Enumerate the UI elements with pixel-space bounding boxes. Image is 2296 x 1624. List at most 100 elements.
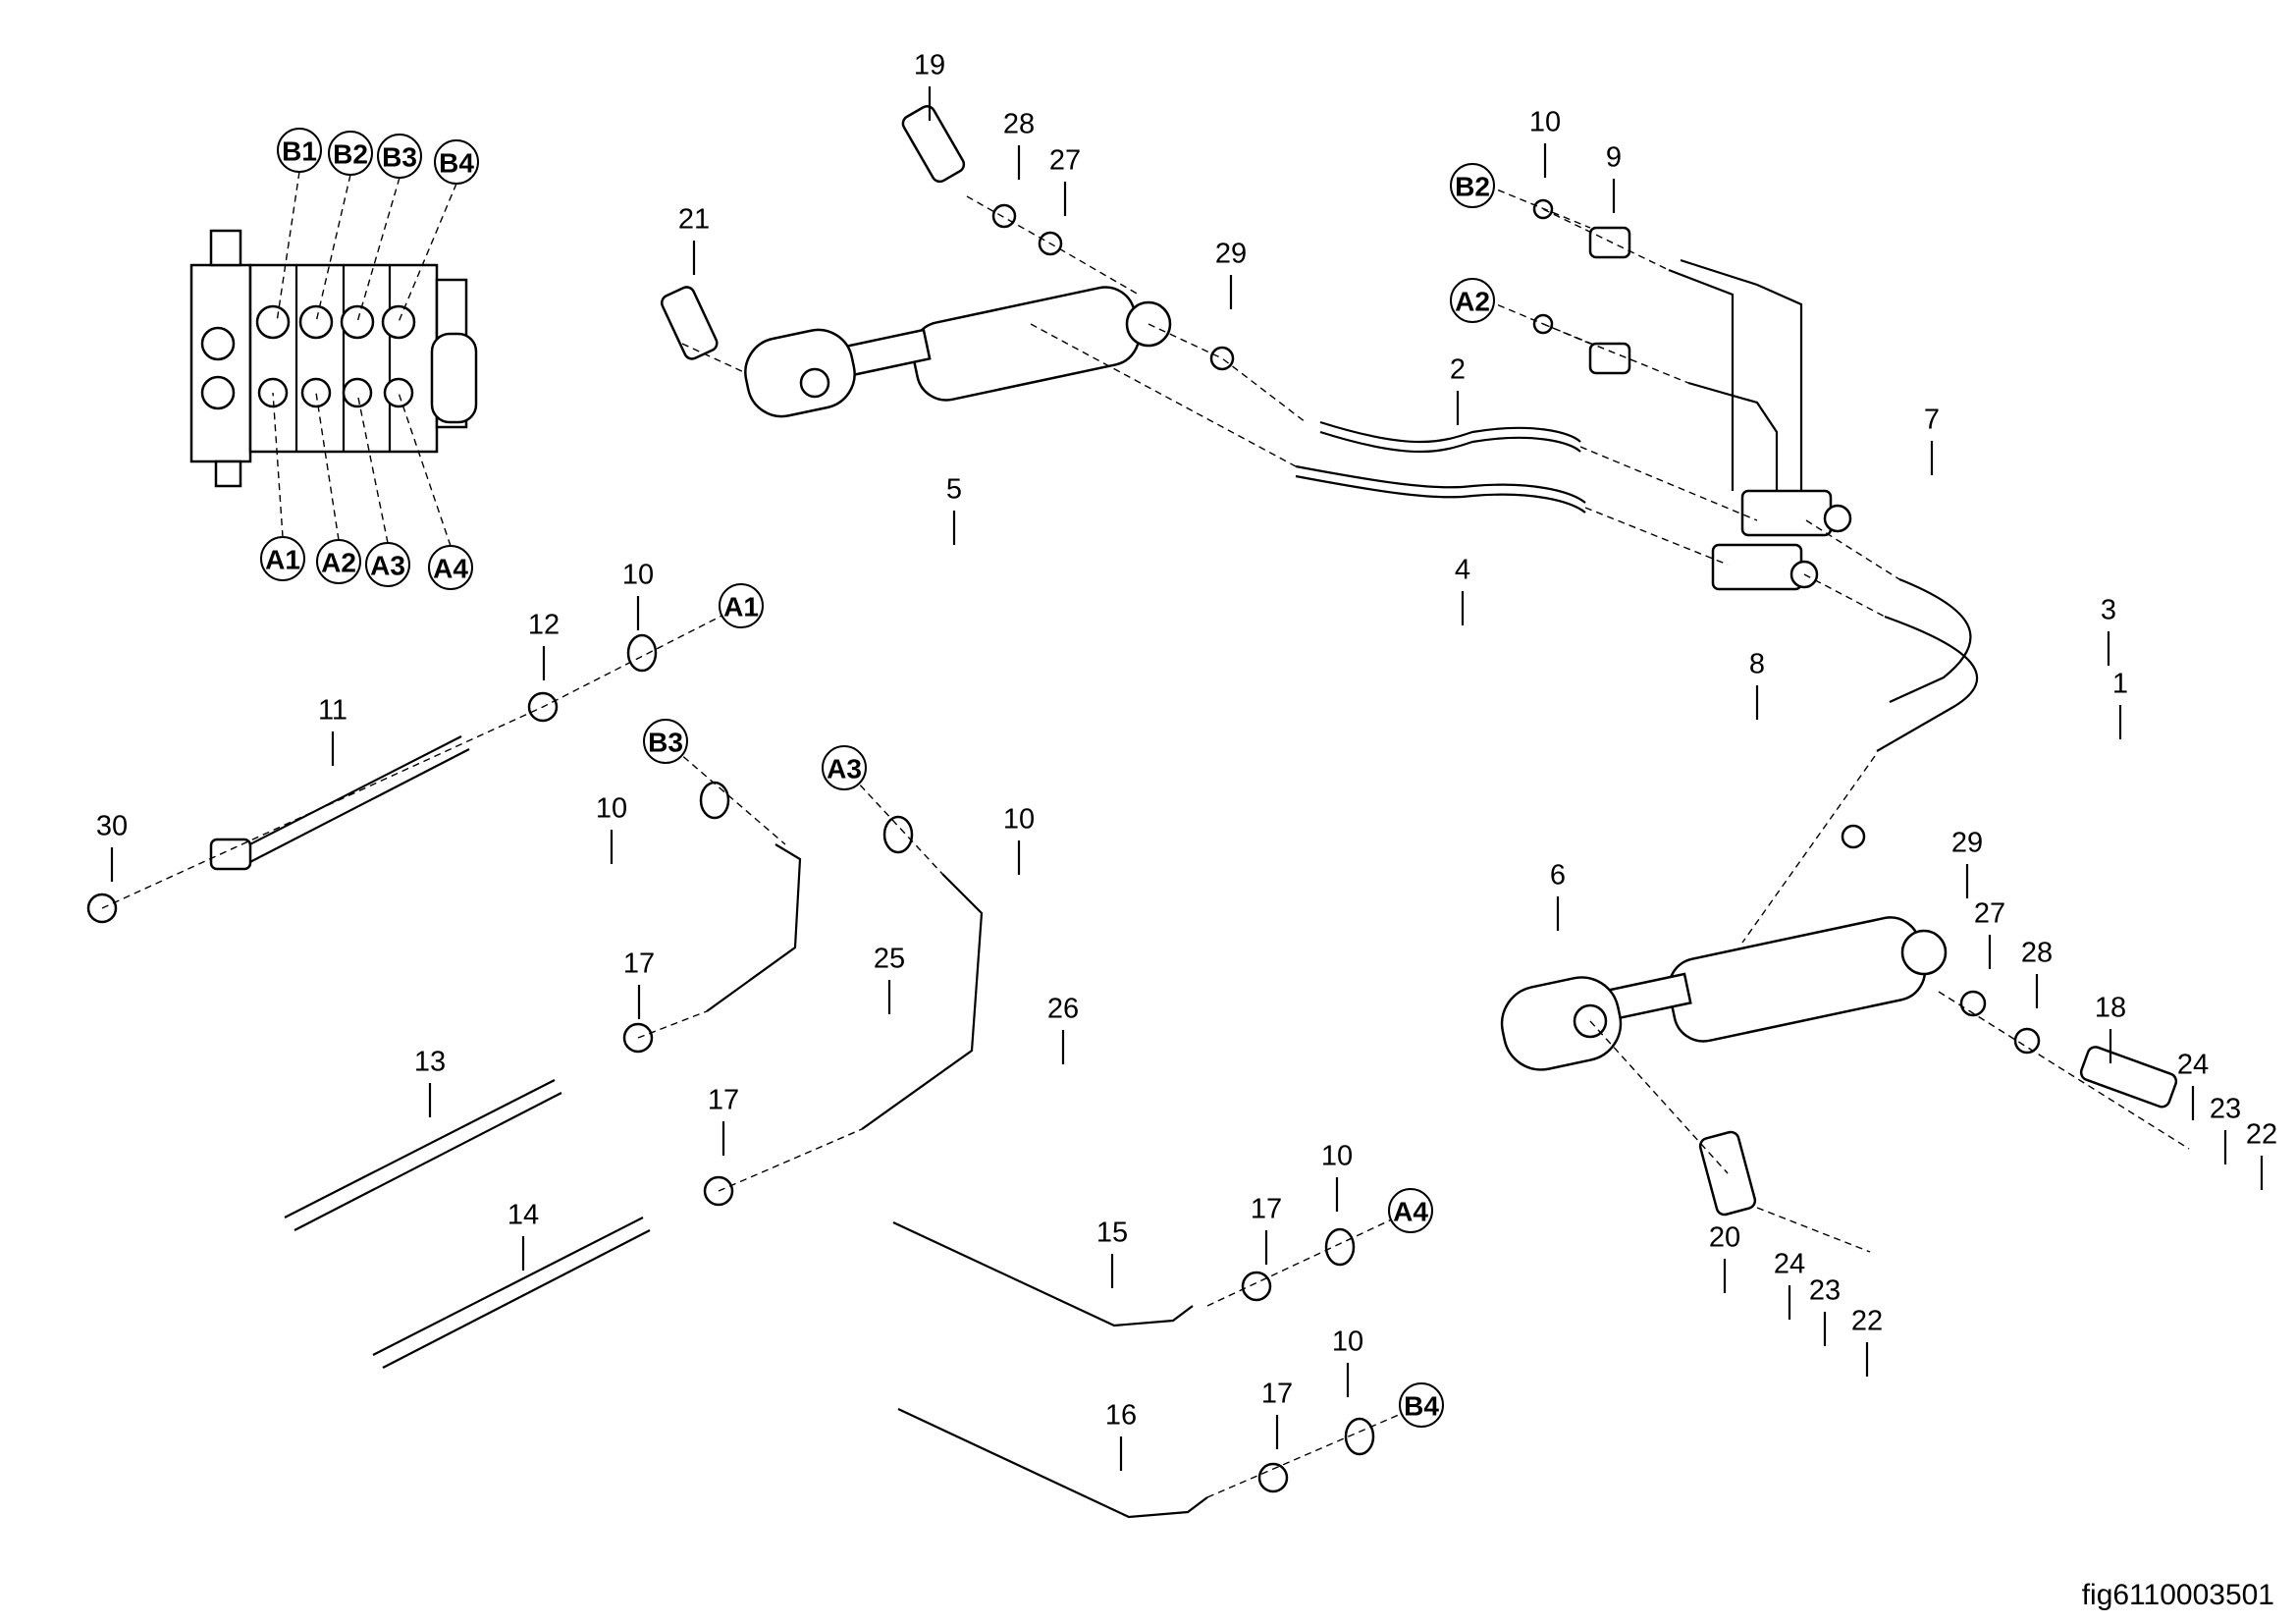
port-callout-b4: B4 — [1399, 1382, 1444, 1428]
part-callout-28: 28 — [1003, 109, 1035, 180]
part-callout-27: 27 — [1049, 145, 1081, 216]
part-callout-14: 14 — [507, 1200, 539, 1271]
hose-16 — [897, 1408, 1208, 1519]
part-number-label: 24 — [2177, 1050, 2209, 1081]
pipe-7-and-block-8 — [1668, 258, 1852, 591]
part-callout-9: 9 — [1606, 142, 1622, 213]
part-callout-17: 17 — [708, 1085, 739, 1156]
part-callout-17: 17 — [1261, 1379, 1293, 1449]
part-callout-24: 24 — [2177, 1050, 2209, 1120]
part-callout-13: 13 — [414, 1047, 446, 1117]
hose-1 — [1876, 615, 1979, 752]
part-callout-30: 30 — [96, 811, 128, 882]
pin-18 — [2079, 1046, 2178, 1109]
part-callout-10: 10 — [1332, 1326, 1363, 1397]
port-callout-a4: A4 — [1388, 1188, 1433, 1233]
port-label: B4 — [1404, 1391, 1439, 1422]
part-callout-10: 10 — [622, 560, 654, 630]
part-number-label: 24 — [1774, 1249, 1805, 1280]
part-number-label: 28 — [1003, 109, 1035, 140]
part-number-label: 26 — [1047, 994, 1079, 1025]
figure-id: fig6110003501 — [2081, 1579, 2274, 1611]
part-callout-22: 22 — [2246, 1119, 2277, 1190]
part-callout-11: 11 — [318, 695, 347, 766]
port-label: A2 — [321, 548, 356, 578]
port-callout-a3: A3 — [356, 392, 410, 587]
part-callout-29: 29 — [1951, 828, 1983, 898]
part-callout-7: 7 — [1924, 405, 1940, 475]
part-callout-27: 27 — [1974, 898, 2005, 969]
port-label: B3 — [648, 728, 683, 758]
port-label: A4 — [433, 554, 468, 584]
port-label: A2 — [1455, 287, 1490, 317]
hose-13 — [284, 1079, 562, 1231]
part-callout-10: 10 — [1321, 1141, 1353, 1212]
part-number-label: 6 — [1550, 860, 1566, 892]
port-callout-b3: B3 — [643, 719, 688, 764]
part-callout-10: 10 — [1003, 804, 1035, 875]
control-valve — [189, 229, 478, 488]
part-number-label: 10 — [1321, 1141, 1353, 1172]
part-number-label: 7 — [1924, 405, 1940, 436]
part-callout-10: 10 — [1529, 107, 1561, 178]
part-callout-5: 5 — [946, 474, 962, 545]
part-number-label: 22 — [1851, 1306, 1883, 1337]
part-number-label: 17 — [1251, 1194, 1282, 1225]
part-callout-25: 25 — [874, 944, 905, 1014]
pin-21 — [660, 286, 719, 360]
port-callout-b4: B4 — [398, 139, 479, 323]
port-callout-b3: B3 — [356, 134, 422, 323]
part-callout-16: 16 — [1105, 1400, 1137, 1471]
part-callout-15: 15 — [1096, 1218, 1128, 1288]
hose-14 — [372, 1217, 651, 1369]
port-callout-a2: A2 — [1450, 278, 1495, 323]
part-callout-3: 3 — [2101, 595, 2116, 666]
hose-3 — [1889, 577, 1972, 704]
hose-2 — [1319, 420, 1581, 444]
part-number-label: 20 — [1709, 1222, 1740, 1254]
part-callout-8: 8 — [1749, 649, 1765, 720]
part-callout-4: 4 — [1455, 555, 1470, 625]
pipe-25 — [706, 843, 802, 1012]
part-callout-23: 23 — [1809, 1275, 1841, 1346]
port-callout-b1: B1 — [276, 128, 322, 323]
hose-11 — [230, 735, 470, 868]
part-callout-29: 29 — [1215, 239, 1247, 309]
part-number-label: 27 — [1974, 898, 2005, 930]
part-number-label: 23 — [2210, 1094, 2241, 1125]
pipe-26 — [861, 873, 984, 1130]
port-callout-b2: B2 — [315, 131, 373, 323]
pin-19 — [901, 105, 966, 184]
part-number-label: 5 — [946, 474, 962, 506]
part-callout-12: 12 — [528, 610, 560, 680]
part-callout-23: 23 — [2210, 1094, 2241, 1164]
port-label: A3 — [370, 551, 405, 581]
part-number-label: 10 — [1003, 804, 1035, 836]
part-number-label: 17 — [623, 948, 655, 980]
part-callout-24: 24 — [1774, 1249, 1805, 1320]
port-label: B2 — [1455, 172, 1490, 202]
part-number-label: 19 — [914, 50, 945, 81]
part-number-label: 17 — [1261, 1379, 1293, 1410]
part-number-label: 2 — [1450, 354, 1466, 386]
port-callout-a2: A2 — [315, 392, 361, 584]
part-number-label: 13 — [414, 1047, 446, 1078]
port-callout-a4: A4 — [398, 392, 473, 590]
part-number-label: 18 — [2095, 993, 2126, 1024]
port-callout-a1: A1 — [719, 583, 764, 628]
part-number-label: 27 — [1049, 145, 1081, 177]
part-callout-18: 18 — [2095, 993, 2126, 1063]
port-label: B2 — [333, 139, 368, 170]
part-callout-21: 21 — [678, 204, 710, 275]
part-callout-19: 19 — [914, 50, 945, 121]
port-label: A3 — [827, 754, 862, 785]
port-label: A1 — [265, 545, 300, 575]
port-label: A1 — [723, 592, 759, 623]
port-label: A4 — [1393, 1197, 1428, 1227]
hose-15 — [892, 1221, 1194, 1327]
part-number-label: 4 — [1455, 555, 1470, 586]
hose-4 — [1295, 464, 1586, 504]
part-number-label: 16 — [1105, 1400, 1137, 1432]
